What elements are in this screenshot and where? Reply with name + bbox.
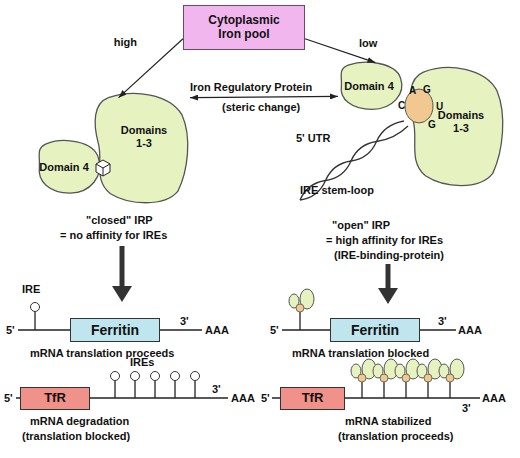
text-holder: Ferritin <box>71 319 159 341</box>
stem <box>34 312 35 330</box>
domain-blob: Domains 1-3 <box>403 66 505 188</box>
blob-shape <box>39 141 100 194</box>
text-label: AAA <box>458 324 482 336</box>
text-label: Iron Regulatory Protein <box>190 81 312 93</box>
gene-box: TfR <box>20 387 90 410</box>
text-label: = high affinity for IREs <box>326 234 443 246</box>
edge-label: high <box>114 36 137 48</box>
connector-arrow <box>119 39 183 98</box>
node-text: Domain 4 <box>344 80 394 93</box>
text-label: AAA <box>231 392 255 404</box>
text-holder: Domains 1-3 <box>403 66 505 188</box>
thick-arrow <box>120 246 125 288</box>
text-holder: Domains 1-3 <box>88 92 190 205</box>
node-text: Domains 1-3 <box>116 124 172 149</box>
bound-irp <box>395 359 420 382</box>
gene-box: Ferritin <box>330 318 420 342</box>
text-label: A <box>409 85 416 96</box>
text-label: 5' <box>6 324 15 336</box>
text-label: mRNA degradation <box>30 415 129 427</box>
pool-box: Cytoplasmic Iron pool <box>183 5 305 50</box>
text-label: G <box>428 119 436 130</box>
text-label: (translation blocked) <box>22 430 130 442</box>
bound-irp <box>417 359 442 382</box>
node-text: TfR <box>302 391 324 406</box>
ire-loop <box>191 372 200 381</box>
bound-irp <box>439 359 464 382</box>
text-label: 3' <box>438 315 447 327</box>
connector-arrow <box>190 96 338 97</box>
blob-shape <box>95 93 188 202</box>
text-label: (translation proceeds) <box>338 430 454 442</box>
text-label: G <box>423 84 431 95</box>
text-holder: TfR <box>21 388 89 409</box>
blob-shape <box>341 62 402 109</box>
text-label: 3' <box>212 383 221 395</box>
text-label: (IRE-binding-protein) <box>334 249 444 261</box>
thick-arrow-head <box>112 286 132 302</box>
domain-blob: Domain 4 <box>36 138 104 196</box>
text-label: 3' <box>180 315 189 327</box>
text-label: "closed" IRP <box>86 214 153 226</box>
text-label: IRE <box>22 283 40 295</box>
ire-loop <box>111 372 120 381</box>
stem <box>299 312 300 330</box>
text-label: "open" IRP <box>332 219 390 231</box>
text-label: C <box>398 100 405 111</box>
text-label: (steric change) <box>222 101 300 113</box>
text-label: 5' <box>270 324 279 336</box>
ire-stems <box>115 381 195 398</box>
node-text: Domains 1-3 <box>433 109 489 134</box>
text-label: IRE stem-loop <box>300 184 374 196</box>
text-label: AAA <box>205 324 229 336</box>
node-text: Domain 4 <box>39 161 89 174</box>
text-label: mRNA translation blocked <box>292 347 429 359</box>
text-holder: Domain 4 <box>338 60 406 112</box>
node-text: Ferritin <box>91 322 139 338</box>
bound-irp <box>289 289 314 312</box>
text-label: = no affinity for IREs <box>60 229 167 241</box>
bound-irp <box>351 359 376 382</box>
text-label: IREs <box>130 356 154 368</box>
node-text: Cytoplasmic Iron pool <box>203 14 285 42</box>
ire-loop <box>171 372 180 381</box>
text-label: 3' <box>462 402 471 414</box>
text-holder: TfR <box>281 388 344 409</box>
text-label: 5' UTR <box>296 132 330 144</box>
text-holder: Cytoplasmic Iron pool <box>184 6 304 49</box>
ire-loop <box>131 372 140 381</box>
node-text: Ferritin <box>351 322 399 338</box>
domain-blob: Domains 1-3 <box>88 92 190 205</box>
text-label: mRNA stabilized <box>345 415 431 427</box>
ire-loop <box>31 303 40 312</box>
ire-stems <box>362 382 450 398</box>
text-holder: Domain 4 <box>36 138 104 196</box>
blob-shape <box>410 68 503 186</box>
gene-box: TfR <box>280 387 345 410</box>
text-label: 5' <box>261 392 270 404</box>
ire-loop <box>151 372 160 381</box>
thick-arrow <box>386 264 391 290</box>
domain-blob: Domain 4 <box>338 60 406 112</box>
text-label: AAA <box>482 392 506 404</box>
bound-irp <box>373 359 398 382</box>
text-label: U <box>436 101 443 112</box>
thick-arrow-head <box>378 288 398 304</box>
text-holder: Ferritin <box>331 319 419 341</box>
gene-box: Ferritin <box>70 318 160 342</box>
text-label: 5' <box>4 392 13 404</box>
node-text: TfR <box>44 391 66 406</box>
edge-label: low <box>359 37 377 49</box>
